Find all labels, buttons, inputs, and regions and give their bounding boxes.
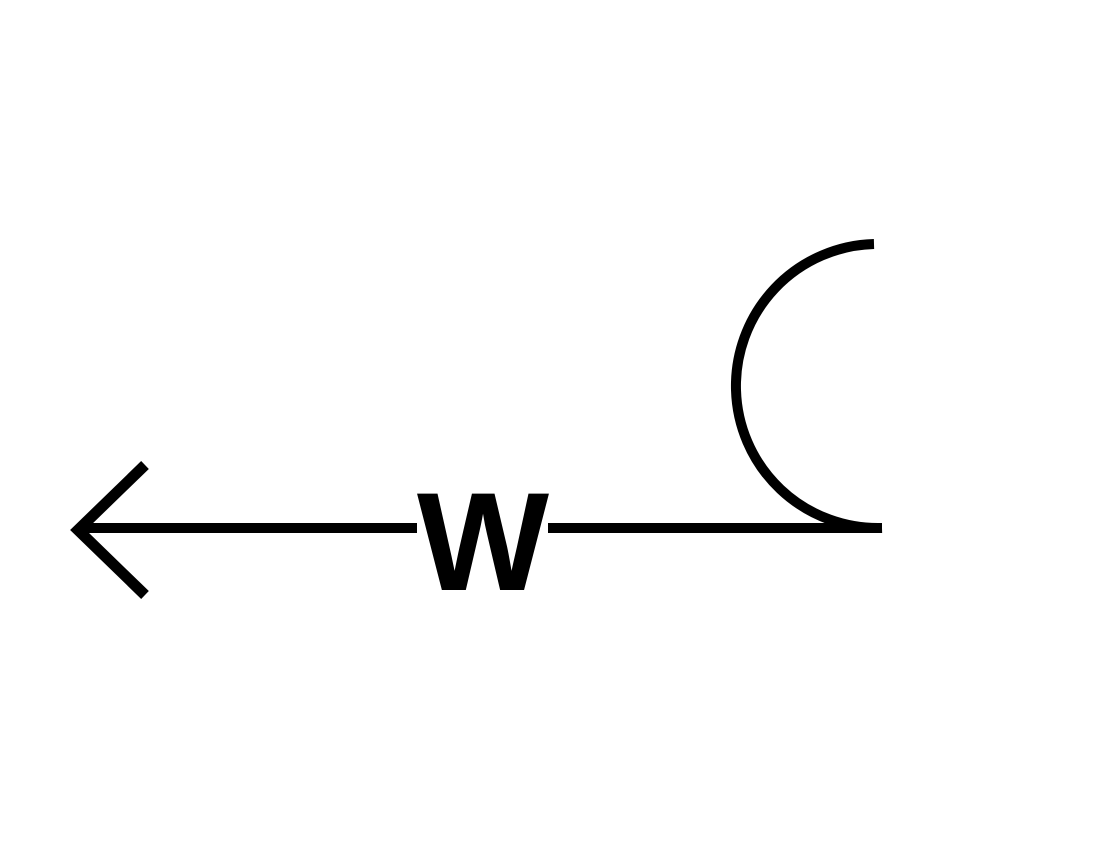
uturn-hook-arc <box>730 239 883 534</box>
arrowhead-icon <box>70 461 149 599</box>
vector-label-w: W <box>417 463 549 620</box>
